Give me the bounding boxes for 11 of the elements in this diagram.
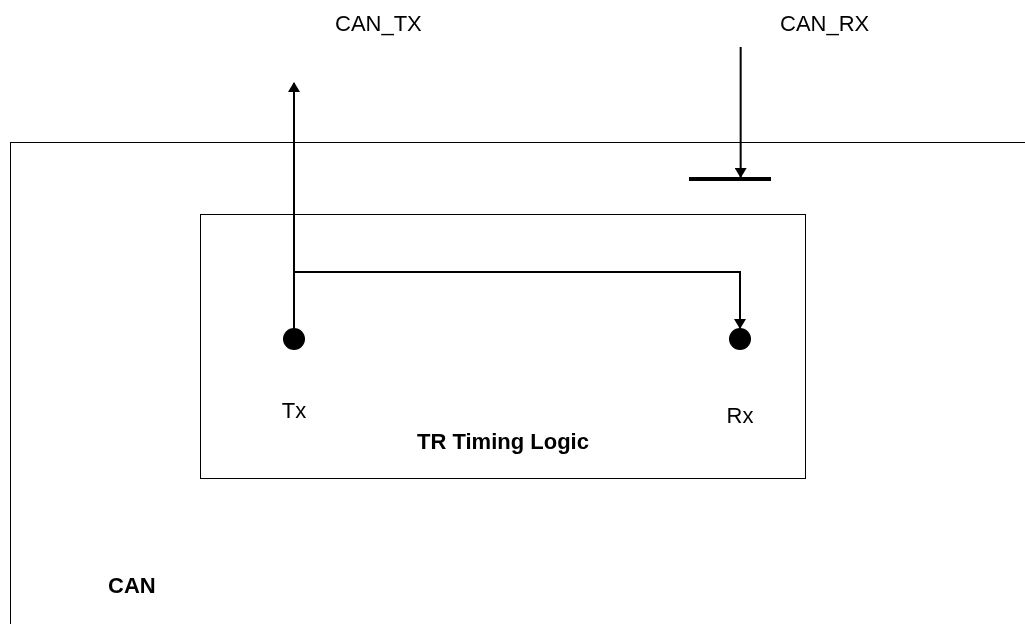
signal-name: CAN_RX [720, 5, 910, 47]
module-frame [10, 142, 1025, 624]
rx-pin: Rx [720, 328, 760, 433]
logic-block [200, 214, 806, 479]
block-label: CAN [108, 573, 156, 599]
signal-name: CAN_TX [280, 5, 460, 83]
bus-bar [689, 177, 771, 181]
arrow [734, 46, 747, 178]
block-label: TR Timing Logic [416, 429, 590, 455]
arrow [293, 271, 746, 329]
tx-pin: Tx [274, 328, 314, 428]
